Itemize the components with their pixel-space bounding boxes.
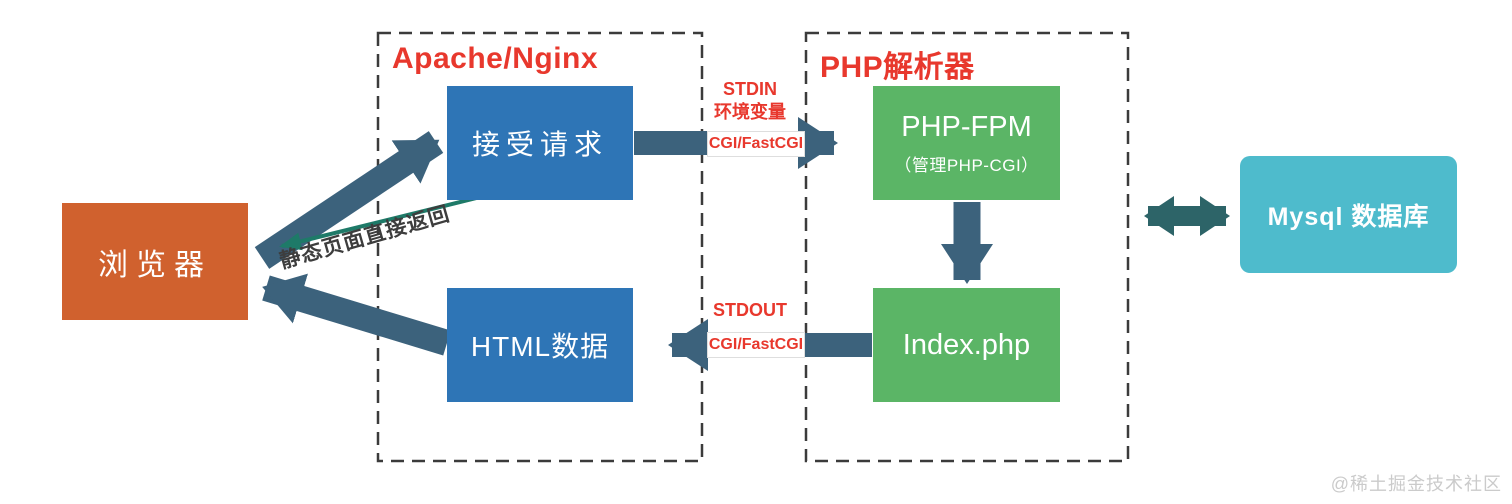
node-mysql-database: Mysql 数据库 bbox=[1240, 156, 1457, 273]
php-parser-group-border bbox=[804, 31, 1130, 463]
node-php-fpm-label: PHP-FPM bbox=[901, 110, 1032, 143]
apache-nginx-group-title: Apache/Nginx bbox=[392, 42, 599, 75]
node-index-php-label: Index.php bbox=[902, 328, 1031, 361]
node-php-fpm-sublabel: （管理PHP-CGI） bbox=[894, 155, 1039, 175]
cgi-fastcgi-badge-bottom: CGI/FastCGI bbox=[707, 332, 805, 358]
node-mysql-database-label: Mysql 数据库 bbox=[1267, 202, 1430, 231]
node-browser-label: 浏览器 bbox=[98, 248, 212, 282]
arrow-html-data-to-browser bbox=[262, 273, 451, 356]
watermark: @稀土掘金技术社区 bbox=[1330, 474, 1502, 494]
node-html-data: HTML数据 bbox=[447, 288, 633, 402]
node-browser: 浏览器 bbox=[62, 203, 248, 320]
stdout-label: STDOUT bbox=[713, 300, 787, 320]
node-index-php: Index.php bbox=[873, 288, 1060, 402]
stdin-label-line2: 环境变量 bbox=[714, 102, 786, 122]
node-accept-request-label: 接受请求 bbox=[471, 129, 608, 160]
php-parser-group-title: PHP解析器 bbox=[820, 51, 975, 84]
stdin-label-line1: STDIN bbox=[723, 79, 777, 99]
node-accept-request: 接受请求 bbox=[447, 86, 633, 200]
cgi-fastcgi-badge-top: CGI/FastCGI bbox=[707, 131, 805, 157]
apache-nginx-group-border bbox=[376, 31, 704, 463]
node-php-fpm: PHP-FPM （管理PHP-CGI） bbox=[873, 86, 1060, 200]
stdin-label: STDIN 环境变量 bbox=[688, 78, 812, 124]
node-html-data-label: HTML数据 bbox=[470, 331, 610, 362]
